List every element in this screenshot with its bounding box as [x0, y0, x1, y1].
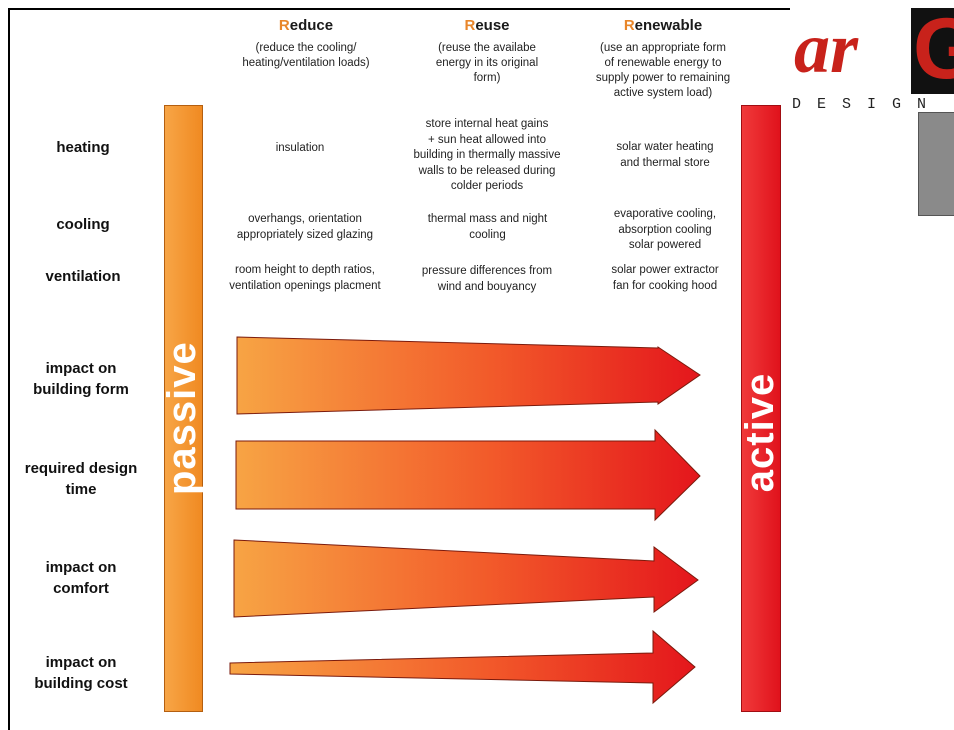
cell-cooling-renewable: evaporative cooling, absorption cooling …	[613, 208, 717, 251]
column-sub-reuse: (reuse the availabe energy in its origin…	[435, 42, 539, 84]
logo-ar: ar	[794, 8, 859, 88]
arrow-design-time	[235, 428, 701, 522]
row-label-heating: heating	[56, 139, 110, 156]
logo-g-block: G	[911, 8, 954, 94]
impact-label-comfort: impact on comfort	[45, 559, 117, 597]
column-header-renewable: Renewable	[623, 17, 703, 34]
row-label-cooling: cooling	[56, 216, 110, 233]
grey-block	[918, 112, 954, 216]
active-bar	[741, 105, 781, 712]
arrow-building-cost	[229, 629, 696, 705]
cell-ventilation-reduce: room height to depth ratios, ventilation…	[229, 264, 381, 292]
logo-design-text: DESIGN	[792, 96, 943, 113]
row-label-ventilation: ventilation	[45, 268, 121, 285]
passive-bar	[164, 105, 203, 712]
cell-cooling-reduce: overhangs, orientation appropriately siz…	[236, 213, 374, 241]
diagram-frame	[8, 8, 954, 730]
cell-heating-reduce: insulation	[275, 142, 325, 154]
column-header-reduce: Reduce	[278, 17, 334, 34]
cell-ventilation-renewable: solar power extractor fan for cooking ho…	[611, 264, 719, 292]
column-sub-renewable: (use an appropriate form of renewable en…	[595, 42, 731, 99]
arrow-building-form	[236, 336, 701, 415]
column-sub-reduce: (reduce the cooling/ heating/ventilation…	[242, 42, 370, 69]
impact-label-design-time: required design time	[24, 460, 138, 498]
arrow-comfort	[233, 539, 699, 618]
cell-ventilation-reuse: pressure differences from wind and bouya…	[421, 265, 553, 293]
cell-cooling-reuse: thermal mass and night cooling	[427, 213, 548, 241]
cell-heating-renewable: solar water heating and thermal store	[616, 141, 714, 169]
cell-heating-reuse: store internal heat gains + sun heat all…	[413, 118, 561, 192]
arg-design-logo: ar G DESIGN	[790, 8, 954, 113]
impact-label-building-form: impact on building form	[33, 360, 129, 398]
impact-label-building-cost: impact on building cost	[34, 654, 128, 692]
column-header-reuse: Reuse	[464, 17, 510, 34]
